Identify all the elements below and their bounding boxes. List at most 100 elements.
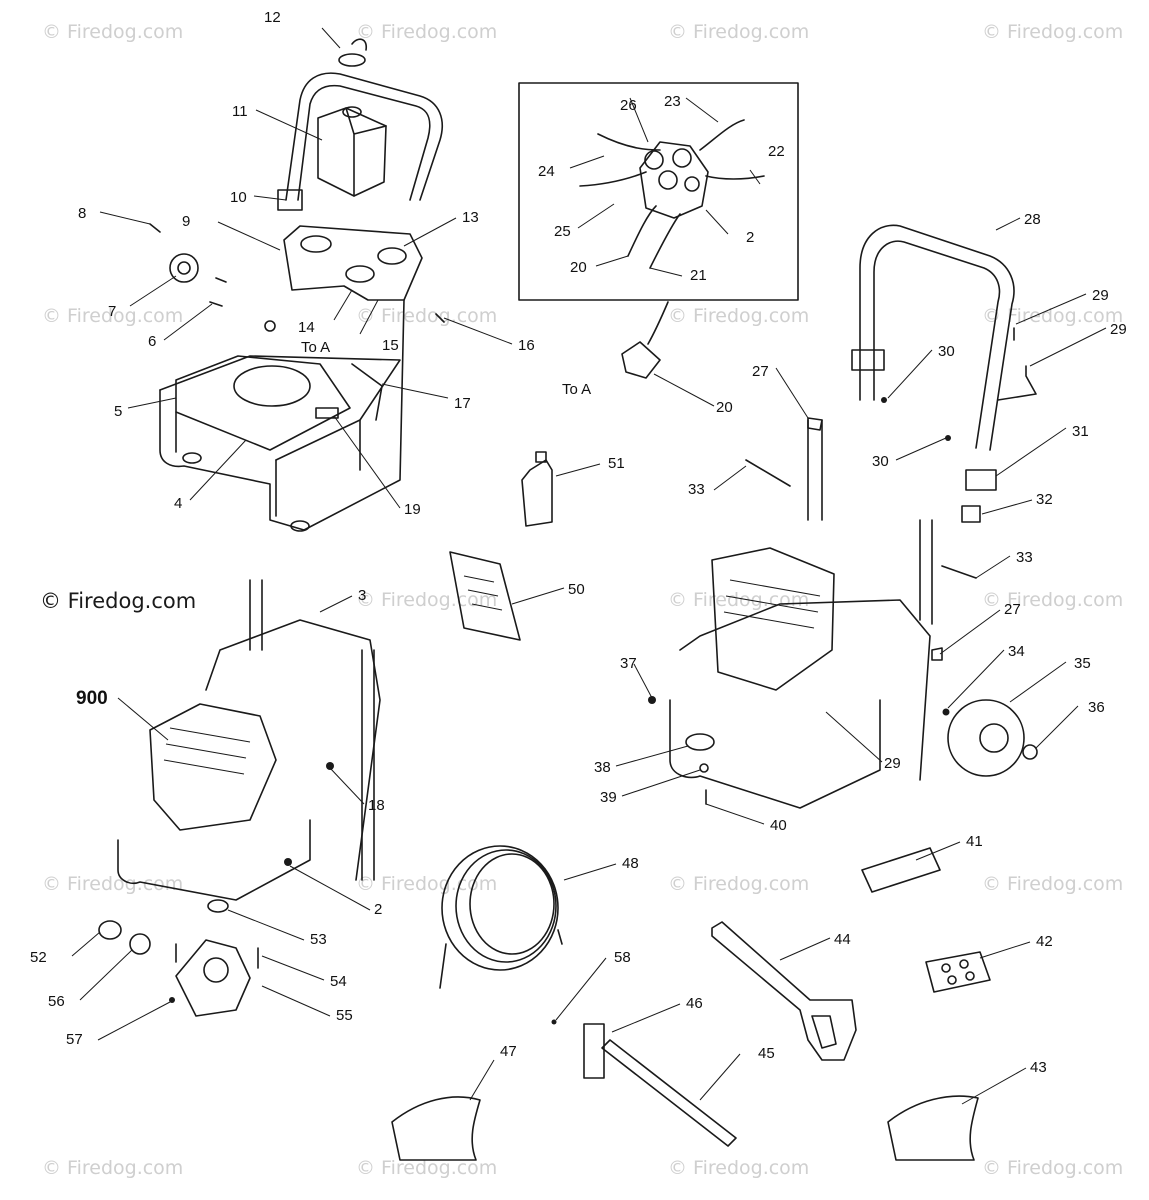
handle-outer	[285, 72, 444, 201]
watermark: © Firedog.com	[982, 21, 1123, 43]
nozzle-tip	[947, 975, 957, 985]
bolt-33	[745, 459, 977, 579]
watermark: © Firedog.com	[42, 21, 183, 43]
callout-34: 34	[1008, 643, 1025, 660]
nut-2	[284, 858, 292, 866]
nozzle-tip	[941, 963, 951, 973]
handle-28-inner	[873, 240, 1001, 449]
fuel-cap-tab	[351, 38, 368, 51]
manual-text-lines	[463, 575, 503, 611]
wheel-35	[947, 699, 1025, 777]
to-a-label: To A	[562, 381, 591, 398]
wheel-hub	[979, 723, 1009, 753]
tool-kit-41	[861, 847, 941, 893]
handle-inner	[297, 84, 431, 201]
fuel-tank-edges	[345, 107, 387, 197]
gauge-knob	[300, 235, 332, 253]
callout-28: 28	[1024, 211, 1041, 228]
manifold-port	[684, 176, 700, 192]
callout-31: 31	[1072, 423, 1089, 440]
hose-coil	[469, 853, 555, 955]
callout-52: 52	[30, 949, 47, 966]
watermark: © Firedog.com	[356, 21, 497, 43]
watermark: © Firedog.com	[668, 305, 809, 327]
callout-5: 5	[114, 403, 122, 420]
axle-cap-36	[1022, 744, 1038, 760]
clip-29	[997, 327, 1037, 401]
callout-9: 9	[182, 213, 190, 230]
watermark: © Firedog.com	[668, 873, 809, 895]
callout-7: 7	[108, 303, 116, 320]
callout-14: 14	[298, 319, 315, 336]
hose-coil	[455, 849, 557, 963]
spacer-27	[931, 647, 943, 661]
callout-24: 24	[538, 163, 555, 180]
callout-18: 18	[368, 797, 385, 814]
handle-28-outer	[859, 224, 1015, 451]
cap-32	[961, 505, 981, 523]
nut-37	[648, 696, 656, 704]
callout-11: 11	[232, 103, 248, 120]
spacer-27	[807, 417, 823, 431]
frame-tube-legs	[175, 411, 361, 517]
cap-52	[98, 920, 122, 940]
callout-30a: 30	[938, 343, 955, 360]
nut-30	[945, 435, 951, 441]
clamp-31	[965, 469, 997, 491]
watermark: © Firedog.com	[982, 305, 1123, 327]
parts-bag-43	[887, 1095, 979, 1161]
nut-18	[326, 762, 334, 770]
watermark: © Firedog.com	[356, 589, 497, 611]
callout-29b: 29	[1110, 321, 1127, 338]
handle-assembly-28	[807, 224, 1037, 523]
handle-clamp	[851, 349, 885, 371]
grommet	[264, 320, 276, 332]
callout-33b: 33	[1016, 549, 1033, 566]
callout-12: 12	[264, 9, 281, 26]
callout-15: 15	[382, 337, 399, 354]
fuel-tank	[317, 107, 387, 197]
engine-fins	[723, 579, 821, 629]
fuel-tank-neck	[342, 106, 362, 118]
callout-37: 37	[620, 655, 637, 672]
operator-manual	[449, 551, 521, 641]
manifold-body	[639, 141, 709, 219]
manifold-port	[672, 148, 692, 168]
callout-46: 46	[686, 995, 703, 1012]
callout-3: 3	[358, 587, 366, 604]
watermark: © Firedog.com	[356, 305, 497, 327]
callout-41: 41	[966, 833, 983, 850]
callout-20a: 20	[570, 259, 587, 276]
frame-top-rail	[205, 619, 381, 881]
nut-30	[881, 397, 887, 403]
washer-57	[169, 997, 175, 1003]
manifold-port	[644, 150, 664, 170]
callout-25: 25	[554, 223, 571, 240]
pump-manifold-inset: To A	[518, 82, 799, 398]
callout-44: 44	[834, 931, 851, 948]
adjustment-knob	[169, 253, 199, 283]
watermark: © Firedog.com	[982, 589, 1123, 611]
frame-tube-lower	[159, 299, 405, 531]
leader-lines	[71, 27, 1107, 1105]
watermark: © Firedog.com	[42, 873, 183, 895]
engine-fins	[163, 727, 251, 775]
callout-50: 50	[568, 581, 585, 598]
engine-housing	[711, 547, 835, 691]
o-ring-58	[551, 1019, 557, 1025]
callout-2b: 2	[374, 901, 382, 918]
engine-900	[149, 703, 277, 831]
pump-55	[175, 939, 251, 1017]
callout-54: 54	[330, 973, 347, 990]
callout-51: 51	[608, 455, 625, 472]
spray-gun-group	[583, 921, 857, 1147]
watermark: © Firedog.com	[668, 1157, 809, 1179]
base-plate-hole	[233, 365, 311, 407]
callout-6: 6	[148, 333, 156, 350]
callout-labels: 12 11 10 8 9 13 7 6 14 15 16 5 17 4 19 2…	[30, 9, 1127, 1076]
callout-17: 17	[454, 395, 471, 412]
hose-20-21	[627, 205, 681, 269]
callout-47: 47	[500, 1043, 517, 1060]
frame-top-rail	[679, 599, 931, 781]
